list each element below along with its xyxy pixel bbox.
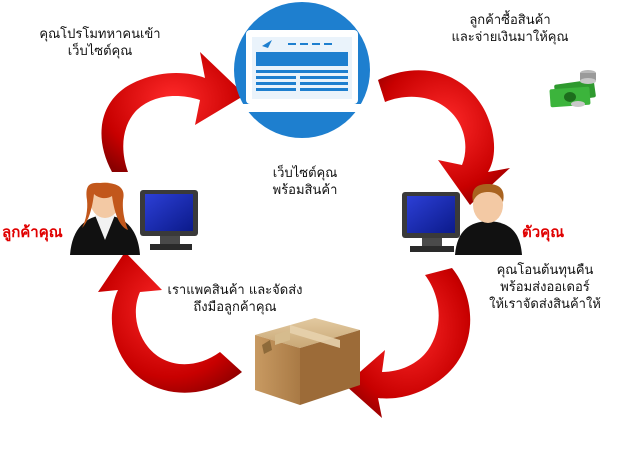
arrow-transfer xyxy=(345,268,471,418)
arrow-buy xyxy=(378,70,510,205)
promote-caption-line2: เว็บไซต์คุณ xyxy=(67,44,133,59)
customer-figure xyxy=(70,182,198,255)
arrow-ship xyxy=(98,252,242,393)
transfer-caption-line1: คุณโอนต้นทุนคืน xyxy=(496,263,594,278)
center-caption-line2: พร้อมสินค้า xyxy=(272,183,338,198)
transfer-caption: คุณโอนต้นทุนคืน พร้อมส่งออเดอร์ ให้เราจั… xyxy=(470,262,620,313)
arrow-promote xyxy=(101,52,245,172)
center-caption-line1: เว็บไซต์คุณ xyxy=(272,166,338,181)
ship-caption: เราแพคสินค้า และจัดส่ง ถึงมือลูกค้าคุณ xyxy=(150,282,320,316)
you-figure xyxy=(402,184,522,255)
you-label: ตัวคุณ xyxy=(522,223,565,241)
customer-label: ลูกค้าคุณ xyxy=(2,223,63,241)
ship-caption-line1: เราแพคสินค้า และจัดส่ง xyxy=(167,283,303,298)
website-icon xyxy=(232,2,372,138)
buy-caption: ลูกค้าซื้อสินค้า และจ่ายเงินมาให้คุณ xyxy=(430,12,590,46)
buy-caption-line2: และจ่ายเงินมาให้คุณ xyxy=(451,30,569,45)
center-caption: เว็บไซต์คุณ พร้อมสินค้า xyxy=(240,165,370,199)
money-icon xyxy=(549,70,596,108)
box-icon xyxy=(255,318,360,405)
promote-caption: คุณโปรโมทหาคนเข้า เว็บไซต์คุณ xyxy=(20,26,180,60)
buy-caption-line1: ลูกค้าซื้อสินค้า xyxy=(469,13,551,28)
ship-caption-line2: ถึงมือลูกค้าคุณ xyxy=(193,300,277,315)
transfer-caption-line2: พร้อมส่งออเดอร์ xyxy=(500,280,590,295)
transfer-caption-line3: ให้เราจัดส่งสินค้าให้ xyxy=(489,297,601,312)
promote-caption-line1: คุณโปรโมทหาคนเข้า xyxy=(39,27,161,42)
